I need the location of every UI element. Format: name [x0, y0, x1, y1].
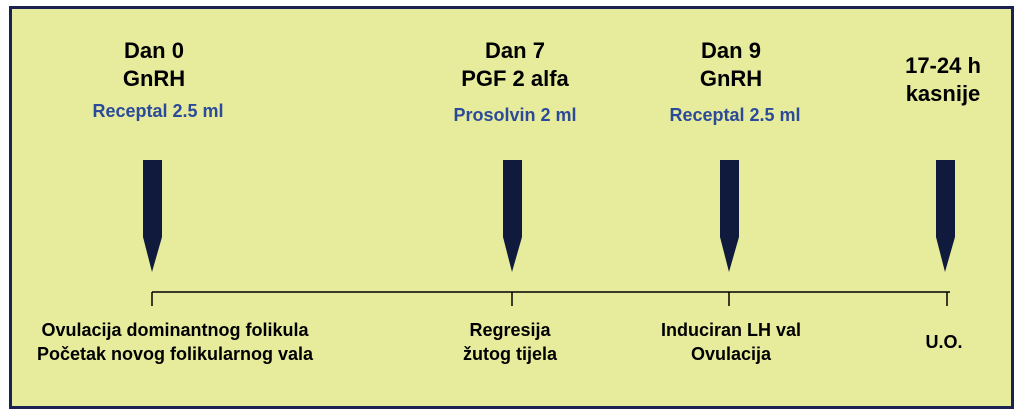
milestone-end-title: 17-24 h kasnije	[833, 52, 1024, 108]
milestone-day7-drug: Prosolvin 2 ml	[453, 105, 577, 125]
milestone-day0-title-line2: GnRH	[122, 66, 186, 91]
timeline-graphics	[143, 160, 955, 306]
milestone-end-event: U.O.	[764, 330, 1024, 354]
milestone-day0-drug: Receptal 2.5 ml	[92, 101, 224, 121]
milestone-day0-event-line1: Ovulacija dominantnog folikula	[41, 320, 309, 340]
timeline-diagram: Dan 0 GnRH Receptal 2.5 ml Ovulacija dom…	[9, 6, 1014, 409]
milestone-day9-title: Dan 9 GnRH	[621, 37, 841, 93]
milestone-day7-event-line2: žutog tijela	[463, 344, 557, 364]
milestone-day0-title: Dan 0 GnRH	[44, 37, 264, 93]
milestone-day7-event-line1: Regresija	[469, 320, 551, 340]
milestone-day0-title-line1: Dan 0	[124, 38, 184, 63]
milestone-day9-event-line2: Ovulacija	[690, 344, 772, 364]
milestone-day0-event-line2: Početak novog folikularnog vala	[36, 344, 314, 364]
milestone-end-title-line1: 17-24 h	[905, 53, 981, 78]
pointer-end	[936, 160, 955, 272]
milestone-day0-event: Ovulacija dominantnog folikula Početak n…	[0, 318, 355, 366]
milestone-day7-title-line2: PGF 2 alfa	[461, 66, 569, 91]
milestone-day7-title-line1: Dan 7	[485, 38, 545, 63]
milestone-day9-title-line1: Dan 9	[701, 38, 761, 63]
injection-pointer-day0	[143, 160, 162, 272]
milestone-day7-event: Regresija žutog tijela	[330, 318, 690, 366]
injection-pointer-day9	[720, 160, 739, 272]
milestone-day7-title: Dan 7 PGF 2 alfa	[405, 37, 625, 93]
milestone-end-title-line2: kasnije	[905, 81, 981, 106]
milestone-end-event-line1: U.O.	[925, 332, 963, 352]
injection-pointer-day7	[503, 160, 522, 272]
milestone-day9-event: Induciran LH val Ovulacija	[551, 318, 911, 366]
milestone-day9-event-line1: Induciran LH val	[660, 320, 802, 340]
milestone-day9-drug: Receptal 2.5 ml	[669, 105, 801, 125]
milestone-day9-title-line2: GnRH	[699, 66, 763, 91]
